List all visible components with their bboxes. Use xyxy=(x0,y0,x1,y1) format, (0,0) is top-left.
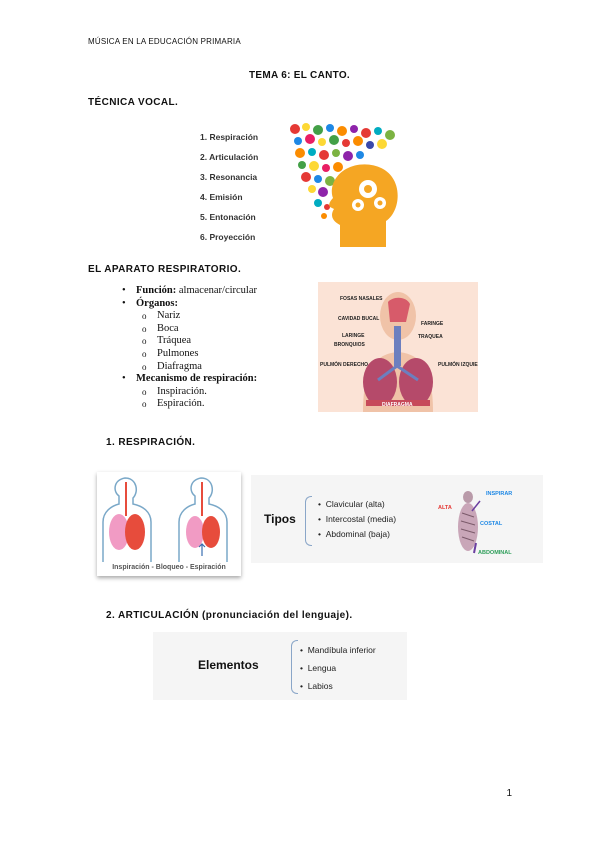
list-item-funcion: •Función: almacenar/circular xyxy=(122,285,257,296)
tipos-label: Tipos xyxy=(264,512,296,526)
elemento-item: • Mandíbula inferior xyxy=(300,645,376,655)
breathing-types-panel xyxy=(251,475,543,563)
tipo-item: • Abdominal (baja) xyxy=(318,529,390,539)
label-fosas: FOSAS NASALES xyxy=(340,296,383,302)
page-header: MÚSICA EN LA EDUCACIÓN PRIMARIA xyxy=(88,37,241,46)
label-traquea: TRAQUEA xyxy=(418,334,443,340)
label-abdominal: ABDOMINAL xyxy=(478,550,512,556)
technique-illustration xyxy=(190,121,407,247)
label-cavidad: CAVIDAD BUCAL xyxy=(338,316,379,322)
tipos-brace xyxy=(305,496,312,546)
list-item-mecanismo: •Mecanismo de respiración: xyxy=(122,373,258,385)
breathing-diagram xyxy=(102,477,228,562)
section-respiracion: 1. RESPIRACIÓN. xyxy=(106,437,196,448)
step-item: 1. Respiración xyxy=(200,132,259,142)
tipo-item: • Clavicular (alta) xyxy=(318,499,385,509)
document-title: TEMA 6: EL CANTO. xyxy=(248,70,351,81)
torso-inspiration xyxy=(102,477,152,562)
step-item: 2. Articulación xyxy=(200,152,259,162)
gear-icon xyxy=(352,180,386,211)
technique-steps-list: 1. Respiración 2. Articulación 3. Resona… xyxy=(200,127,258,247)
label-alta: ALTA xyxy=(438,505,452,511)
label-pulmon-izquierdo: PULMÓN IZQUIERDO xyxy=(438,360,478,368)
step-item: 4. Emisión xyxy=(200,192,243,202)
section-articulacion: 2. ARTICULACIÓN (pronunciación del lengu… xyxy=(106,610,353,621)
label-diafragma: DIAFRAGMA xyxy=(382,402,413,408)
breathing-phases-image: Inspiración - Bloqueo - Espiración xyxy=(97,472,241,576)
anatomy-diagram: FOSAS NASALES CAVIDAD BUCAL LARINGE BRON… xyxy=(320,292,489,412)
step-item: 6. Proyección xyxy=(200,232,256,242)
tipo-item: • Intercostal (media) xyxy=(318,514,397,524)
section-aparato-respiratorio: EL APARATO RESPIRATORIO. xyxy=(88,264,242,275)
label-laringe: LARINGE xyxy=(342,333,365,339)
label-bronquios: BRONQUIOS xyxy=(334,342,366,348)
torso-levels-diagram: ALTA INSPIRAR COSTAL ABDOMINAL xyxy=(438,491,512,556)
elementos-label: Elementos xyxy=(198,658,259,672)
tipos-list: • Clavicular (alta) • Intercostal (media… xyxy=(318,497,396,542)
label-inspirar: INSPIRAR xyxy=(486,491,512,497)
elements-panel xyxy=(153,632,407,700)
list-item-organos: •Órganos: xyxy=(122,297,178,309)
step-item: 3. Resonancia xyxy=(200,172,258,182)
label-pulmon-derecho: PULMÓN DERECHO xyxy=(320,360,368,368)
breathing-levels-image: ALTA INSPIRAR COSTAL ABDOMINAL xyxy=(436,483,540,559)
elementos-brace xyxy=(291,640,298,694)
label-faringe: FARINGE xyxy=(421,321,444,327)
step-item: 5. Entonación xyxy=(200,212,256,222)
section-tecnica-vocal: TÉCNICA VOCAL. xyxy=(88,97,179,108)
respiratory-list: •Función: almacenar/circular •Órganos: o… xyxy=(122,285,316,411)
page-number: 1 xyxy=(506,788,512,799)
elemento-item: • Lengua xyxy=(300,663,337,673)
elementos-list: • Mandíbula inferior • Lengua • Labios xyxy=(300,641,376,695)
torso-expiration xyxy=(178,477,228,562)
head-gears-illustration xyxy=(290,123,398,247)
respiratory-anatomy-image: FOSAS NASALES CAVIDAD BUCAL LARINGE BRON… xyxy=(318,282,489,412)
elemento-item: • Labios xyxy=(300,681,333,691)
breathing-caption: Inspiración - Bloqueo - Espiración xyxy=(112,564,226,571)
label-costal: COSTAL xyxy=(480,521,503,527)
colorful-dots xyxy=(290,123,395,219)
